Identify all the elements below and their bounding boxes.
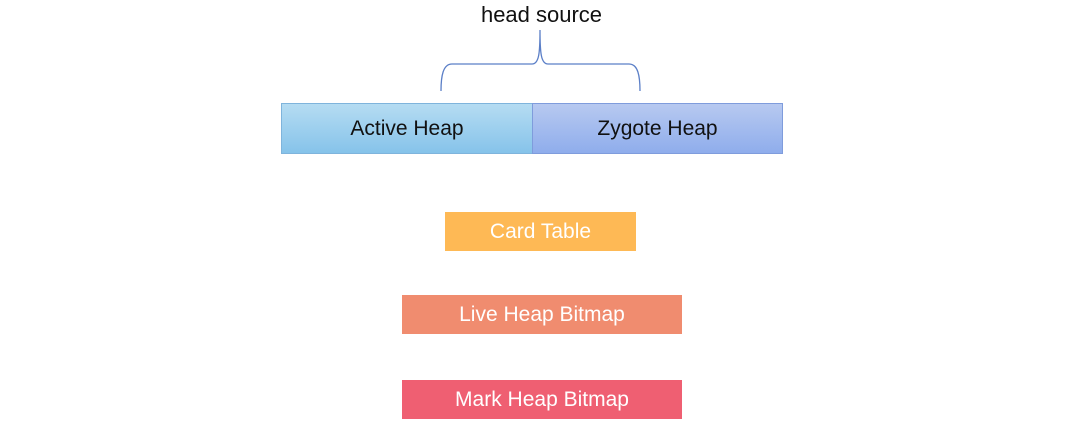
zygote-heap-box: Zygote Heap [532, 103, 783, 154]
head-source-label: head source [480, 2, 603, 27]
brace-path [440, 29, 641, 92]
active-heap-box: Active Heap [281, 103, 533, 154]
live-heap-bitmap-label: Live Heap Bitmap [459, 302, 625, 326]
live-heap-bitmap-bar: Live Heap Bitmap [402, 295, 682, 334]
mark-heap-bitmap-label: Mark Heap Bitmap [455, 387, 629, 411]
card-table-bar: Card Table [445, 212, 636, 251]
head-source-brace [440, 29, 641, 92]
zygote-heap-label: Zygote Heap [597, 116, 718, 140]
card-table-label: Card Table [489, 219, 592, 243]
active-heap-label: Active Heap [350, 116, 464, 140]
mark-heap-bitmap-bar: Mark Heap Bitmap [402, 380, 682, 419]
